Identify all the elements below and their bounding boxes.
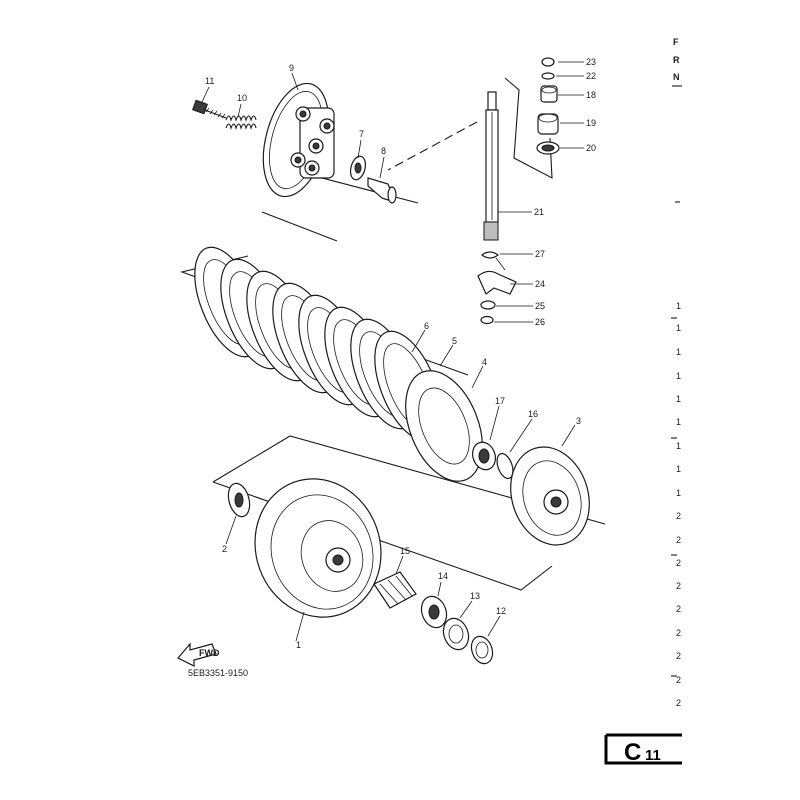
callout-26: 26	[535, 317, 545, 327]
edge-row-2: 1	[676, 347, 681, 357]
bolt-part-11	[192, 99, 227, 119]
edge-row-10: 2	[676, 535, 681, 545]
edge-row-8: 1	[676, 488, 681, 498]
shaft-part-21	[483, 91, 499, 241]
edge-header-0: F	[673, 37, 679, 47]
callout-5: 5	[452, 336, 457, 346]
edge-row-6: 1	[676, 441, 681, 451]
page-tag-number: 11	[645, 747, 661, 764]
edge-row-7: 1	[676, 464, 681, 474]
callout-7: 7	[359, 129, 364, 139]
callout-21: 21	[534, 207, 544, 217]
edge-row-9: 2	[676, 511, 681, 521]
callout-18: 18	[586, 90, 596, 100]
page-tag: C 11	[604, 733, 682, 766]
edge-row-4: 1	[676, 394, 681, 404]
callout-16: 16	[528, 409, 538, 419]
callout-9: 9	[289, 63, 294, 73]
washer-part-2	[227, 482, 251, 518]
spring-part-10	[225, 115, 257, 130]
edge-row-11: 2	[676, 558, 681, 568]
callout-11: 11	[205, 76, 214, 86]
callout-14: 14	[438, 571, 448, 581]
page-tag-letter: C	[624, 739, 641, 766]
pressure-plate-part-9	[262, 82, 335, 198]
parts-24-to-27	[477, 251, 517, 325]
callout-3: 3	[576, 416, 581, 426]
parts-18-to-23	[536, 57, 560, 155]
callout-12: 12	[496, 606, 506, 616]
edge-header: F R N	[672, 37, 682, 87]
callout-4: 4	[482, 357, 487, 367]
callout-23: 23	[586, 57, 596, 67]
fwd-label: FWD	[199, 648, 220, 658]
callout-2: 2	[222, 544, 227, 554]
callout-1: 1	[296, 640, 301, 650]
callout-17: 17	[495, 396, 505, 406]
parts-16-and-17	[472, 441, 514, 480]
clutch-plate-stack	[194, 246, 442, 442]
callout-leaders	[201, 61, 584, 642]
callout-27: 27	[535, 249, 545, 259]
callout-25: 25	[535, 301, 545, 311]
callout-15: 15	[400, 546, 410, 556]
edge-header-1: R	[673, 55, 680, 65]
edge-row-14: 2	[676, 628, 681, 638]
parts-12-to-15	[373, 571, 494, 665]
part-code: 5EB3351-9150	[188, 668, 248, 678]
callout-6: 6	[424, 321, 429, 331]
callout-10: 10	[237, 93, 247, 103]
clutch-housing-part-1	[254, 478, 382, 618]
edge-row-13: 2	[676, 604, 681, 614]
callout-20: 20	[586, 143, 596, 153]
edge-row-12: 2	[676, 581, 681, 591]
callout-22: 22	[586, 71, 596, 81]
bearing-part-7	[349, 155, 367, 181]
fwd-arrow-icon: FWD	[177, 642, 220, 667]
edge-row-16: 2	[676, 675, 681, 685]
callout-19: 19	[586, 118, 596, 128]
callout-8: 8	[381, 146, 386, 156]
callout-13: 13	[470, 591, 480, 601]
push-rod-part-8	[367, 177, 397, 204]
edge-column: 1 1 1 1 1 1 1 1 1 2 2 2 2 2 2 2 2 2	[671, 201, 681, 708]
callout-24: 24	[535, 279, 545, 289]
callout-numbers: 1 2 3 4 5 6 7 8 9 10 11 12 13 14 15 16 1…	[205, 57, 596, 650]
plate-part-4	[405, 370, 483, 482]
edge-row-15: 2	[676, 651, 681, 661]
edge-header-2: N	[673, 72, 680, 82]
edge-row-3: 1	[676, 371, 681, 381]
edge-row-1: 1	[676, 323, 681, 333]
edge-row-0: 1	[676, 301, 681, 311]
edge-row-17: 2	[676, 698, 681, 708]
edge-row-5: 1	[676, 417, 681, 427]
clutch-boss-part-3	[510, 446, 590, 546]
